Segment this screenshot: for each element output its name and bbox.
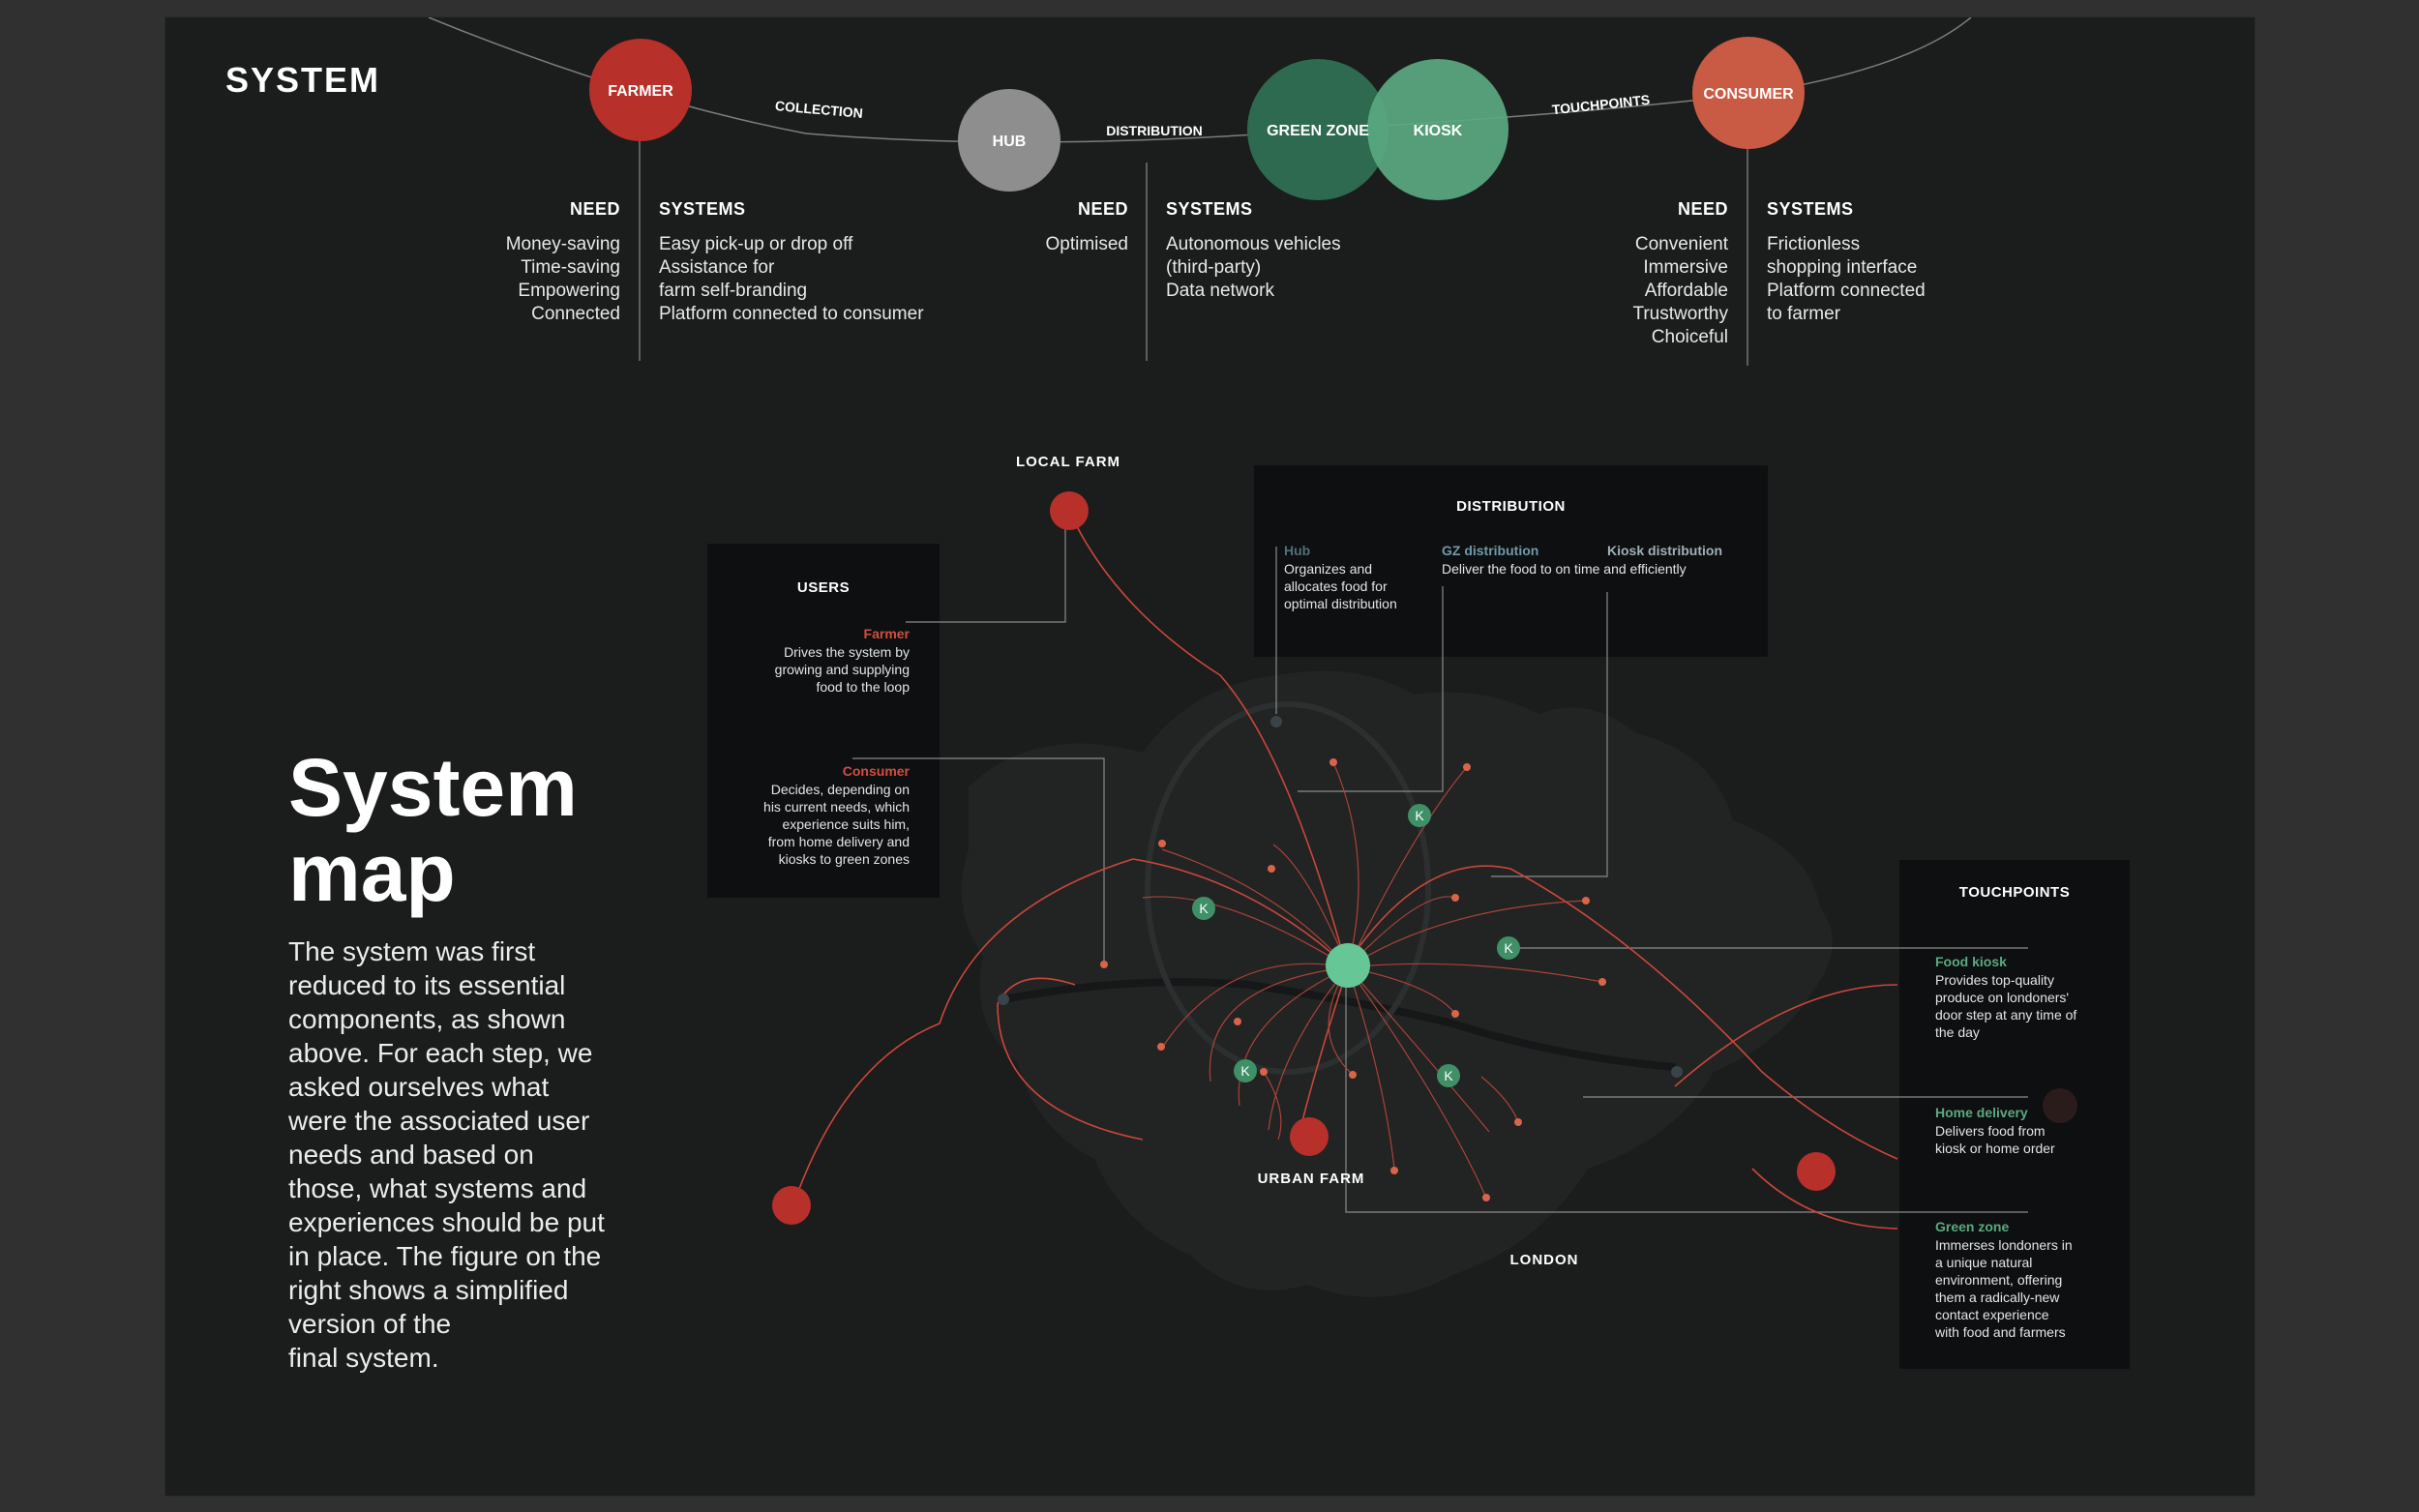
- consumer-need-heading: NEED: [1677, 199, 1728, 219]
- kiosk-marker: K: [1437, 1064, 1460, 1087]
- touchpoints-panel: TOUCHPOINTS Food kiosk Provides top-qual…: [1899, 860, 2130, 1369]
- collection-label: COLLECTION: [774, 98, 863, 121]
- touchpoints-panel-title: TOUCHPOINTS: [1958, 884, 2071, 901]
- local-farm-to-farmer-line: [906, 511, 1066, 623]
- urban-farm-label: URBAN FARM: [1258, 1171, 1365, 1187]
- touchpoint-home-delivery-heading: Home delivery: [1935, 1105, 2028, 1120]
- users-panel-title: USERS: [796, 579, 851, 596]
- farmer-node: [589, 39, 692, 141]
- route-kiosk-east: [1674, 984, 1898, 1087]
- farmer-node-label: FARMER: [608, 83, 673, 100]
- users-farmer-text: Drives the system by growing and supplyi…: [774, 644, 910, 695]
- distribution-gz-text: Deliver the food to on time and efficien…: [1442, 561, 1687, 577]
- hub-node: [958, 89, 1060, 192]
- users-consumer-heading: Consumer: [842, 763, 910, 779]
- ring-road: [1145, 701, 1431, 1075]
- kiosk-marker: K: [1408, 804, 1431, 827]
- consumer-node: [1692, 37, 1805, 149]
- page-title: System map: [288, 742, 578, 918]
- distribution-panel-title: DISTRIBUTION: [1456, 498, 1566, 515]
- touchpoint-home-delivery-text: Delivers food from kiosk or home order: [1935, 1123, 2055, 1156]
- london-silhouette: [961, 670, 1833, 1297]
- home-delivery-faint-dot: [2043, 1088, 2077, 1123]
- consumer-need-text: Convenient Immersive Affordable Trustwor…: [1632, 234, 1728, 347]
- london-label: LONDON: [1510, 1252, 1579, 1268]
- hub-systems-text: Autonomous vehicles (third-party) Data n…: [1166, 234, 1341, 301]
- hub-point-west: [998, 993, 1009, 1005]
- intro-body-text: The system was first reduced to its esse…: [288, 936, 605, 1373]
- thames-river: [1002, 978, 1676, 1071]
- distribution-label: DISTRIBUTION: [1106, 123, 1203, 138]
- local-farm-label: LOCAL FARM: [1016, 454, 1120, 470]
- consumer-node-label: CONSUMER: [1703, 86, 1794, 103]
- hub-point-east: [1671, 1066, 1683, 1078]
- outer-farm-node: [772, 1186, 811, 1225]
- hub-point-north: [1270, 716, 1282, 727]
- london-network-map: K K K K K LOCAL FARM URBAN FARM LONDON: [772, 454, 2077, 1297]
- kiosk-distribution-line: [1491, 592, 1608, 877]
- svg-text:K: K: [1504, 940, 1513, 956]
- svg-text:K: K: [1240, 1063, 1250, 1079]
- users-consumer-text: Decides, depending on his current needs,…: [763, 782, 910, 867]
- distribution-hub-heading: Hub: [1284, 543, 1311, 558]
- urban-farm-node: [1290, 1117, 1329, 1156]
- consumer-systems-heading: SYSTEMS: [1767, 199, 1854, 219]
- flow-arc-left: [428, 17, 1337, 143]
- route-southwest: [997, 977, 1144, 1141]
- route-east: [1345, 865, 1898, 1160]
- kiosk-marker: K: [1192, 897, 1215, 920]
- touchpoint-green-zone-text: Immerses londoners in a unique natural e…: [1935, 1237, 2073, 1340]
- green-zone-line: [1345, 964, 2028, 1213]
- network-endpoints: [1100, 758, 1606, 1201]
- distribution-panel: DISTRIBUTION Hub Organizes and allocates…: [1254, 465, 1768, 657]
- svg-text:K: K: [1199, 901, 1209, 916]
- consumer-systems-text: Frictionless shopping interface Platform…: [1767, 234, 1926, 324]
- consumer-to-map-line: [852, 757, 1105, 965]
- kiosk-node-label: KIOSK: [1414, 123, 1463, 139]
- distribution-kiosk-heading: Kiosk distribution: [1607, 543, 1722, 558]
- users-panel: USERS Farmer Drives the system by growin…: [707, 544, 940, 898]
- users-farmer-heading: Farmer: [863, 626, 910, 641]
- touchpoint-food-kiosk-text: Provides top-quality produce on londoner…: [1935, 972, 2077, 1040]
- system-map-board: FARMER HUB GREEN ZONE KIOSK CONSUMER COL…: [164, 16, 2255, 1497]
- hub-need-heading: NEED: [1077, 199, 1128, 219]
- central-kiosk-node: [1326, 943, 1370, 988]
- farmer-need-text: Money-saving Time-saving Empowering Conn…: [505, 234, 620, 324]
- green-zone-node: [1247, 59, 1389, 200]
- svg-text:K: K: [1415, 808, 1424, 823]
- distribution-gz-heading: GZ distribution: [1442, 543, 1539, 558]
- hub-systems-heading: SYSTEMS: [1166, 199, 1253, 219]
- touchpoint-food-kiosk-heading: Food kiosk: [1935, 954, 2007, 969]
- hub-need-text: Optimised: [1045, 234, 1128, 254]
- green-zone-node-label: GREEN ZONE: [1267, 123, 1369, 139]
- kiosk-marker: K: [1234, 1059, 1257, 1082]
- east-farm-node: [1797, 1152, 1836, 1191]
- system-title: SYSTEM: [225, 60, 381, 100]
- farmer-systems-heading: SYSTEMS: [659, 199, 746, 219]
- hub-node-label: HUB: [993, 133, 1027, 150]
- local-farm-node: [1050, 491, 1089, 530]
- touchpoint-green-zone-heading: Green zone: [1935, 1219, 2010, 1234]
- kiosk-marker: K: [1497, 936, 1520, 960]
- kiosk-node: [1367, 59, 1508, 200]
- network-red-routes: [791, 510, 1898, 1230]
- gz-to-map-line: [1298, 586, 1444, 792]
- route-gz-east: [1751, 1168, 1898, 1230]
- svg-text:K: K: [1444, 1068, 1453, 1083]
- route-west: [791, 858, 1347, 1208]
- farmer-systems-text: Easy pick-up or drop off Assistance for …: [659, 234, 924, 324]
- distribution-hub-text: Organizes and allocates food for optimal…: [1284, 561, 1397, 611]
- farmer-need-heading: NEED: [569, 199, 620, 219]
- route-local-farm: [1068, 510, 1347, 966]
- kiosk-markers: K K K K K: [1192, 804, 1520, 1087]
- system-flow-diagram: FARMER HUB GREEN ZONE KIOSK CONSUMER COL…: [428, 17, 1972, 366]
